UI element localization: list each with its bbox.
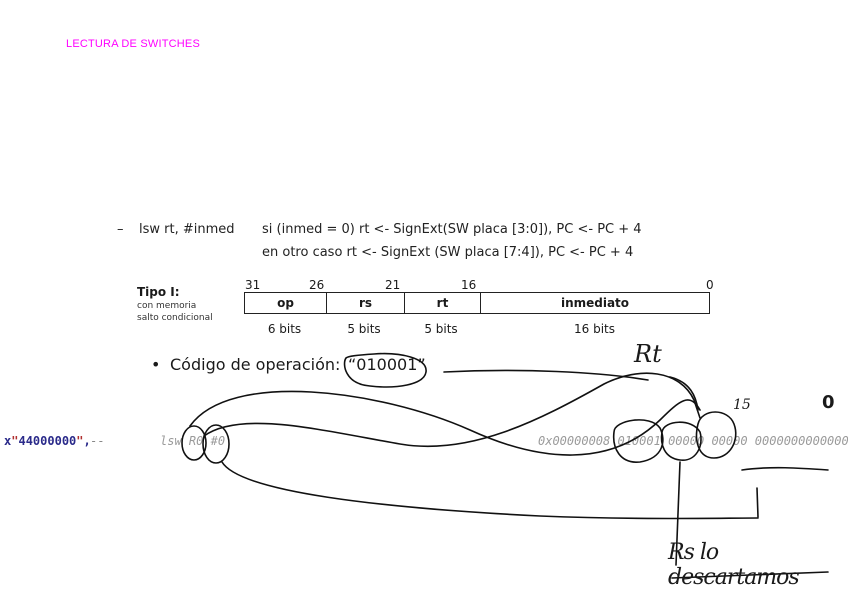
handwritten-15-label: 15: [733, 397, 751, 413]
bit-position-16: 16: [461, 278, 477, 292]
bit-position-0: 0: [706, 278, 714, 292]
op-circle: [612, 419, 664, 463]
note-underline: [671, 571, 829, 579]
hex-value: 44000000: [18, 434, 77, 448]
imm-circle: [202, 424, 230, 464]
opcode-label: Código de operación:: [170, 355, 341, 374]
opcode-arrow: [443, 369, 649, 381]
field-rt-bits: 5 bits: [424, 322, 458, 336]
field-inmediato-bits: 16 bits: [574, 322, 615, 336]
instruction-condition-else: en otro caso rt <- SignExt (SW placa [7:…: [262, 245, 634, 260]
assembly-line: lsw R0 #0: [160, 434, 225, 448]
opcode-circle: [343, 352, 427, 388]
hex-trailing-dots: --: [90, 434, 105, 448]
bullet: •: [151, 355, 161, 374]
opcode-value: “010001”: [348, 355, 426, 374]
machine-rs-bits: 00000: [668, 434, 705, 448]
immediate-pointer: [756, 487, 759, 518]
field-rt: rt: [404, 293, 480, 313]
imm-to-bottom: [221, 461, 759, 520]
hex-suffix: ,: [83, 434, 91, 448]
immediate-brace: [741, 466, 829, 471]
rt-circle: [695, 411, 737, 459]
handwritten-0-label: 0: [822, 392, 835, 413]
field-rs-bits: 5 bits: [347, 322, 381, 336]
field-inmediato: inmediato: [480, 293, 709, 313]
assembly-mnemonic: lsw: [160, 434, 182, 448]
s-curve-link-lower: [203, 372, 701, 448]
handwritten-rt-label: Rt: [634, 340, 662, 368]
hex-prefix: x: [4, 434, 12, 448]
field-rs: rs: [326, 293, 404, 313]
instruction-condition-zero: si (inmed = 0) rt <- SignExt(SW placa [3…: [262, 222, 642, 237]
rt-tail: [669, 376, 699, 411]
handwritten-note: Rs lo descartamos: [668, 540, 800, 590]
r0-circle: [181, 425, 207, 461]
hex-literal: x"44000000",: [4, 434, 91, 448]
rs-descarte-line: [675, 461, 681, 566]
assembly-register: R0: [188, 434, 204, 448]
section-title: LECTURA DE SWITCHES: [66, 38, 200, 50]
machine-rt-bits: 00000: [711, 434, 748, 448]
field-op-bits: 6 bits: [267, 322, 302, 336]
bit-position-31: 31: [245, 278, 261, 292]
hex-quote-close: ": [76, 434, 84, 448]
instruction-format-fields: op rs rt inmediato: [244, 292, 710, 314]
format-subtitle-branch: salto condicional: [137, 313, 213, 323]
machine-op-bits: 010001: [617, 434, 661, 448]
instruction-syntax: lsw rt, #inmed: [139, 222, 235, 237]
field-op: op: [277, 296, 294, 310]
machine-code-line: 0x00000008 010001 00000 00000 0000000000…: [538, 434, 848, 448]
format-title: Tipo I:: [137, 285, 180, 299]
format-subtitle-memory: con memoria: [137, 301, 197, 311]
instruction-dash: –: [117, 222, 124, 237]
assembly-immediate: #0: [210, 434, 226, 448]
rs-circle: [660, 421, 702, 461]
bit-position-26: 26: [309, 278, 325, 292]
bit-position-21: 21: [385, 278, 401, 292]
machine-address: 0x00000008: [538, 434, 611, 448]
s-curve-link: [189, 390, 701, 456]
hex-quote-open: ": [11, 434, 19, 448]
